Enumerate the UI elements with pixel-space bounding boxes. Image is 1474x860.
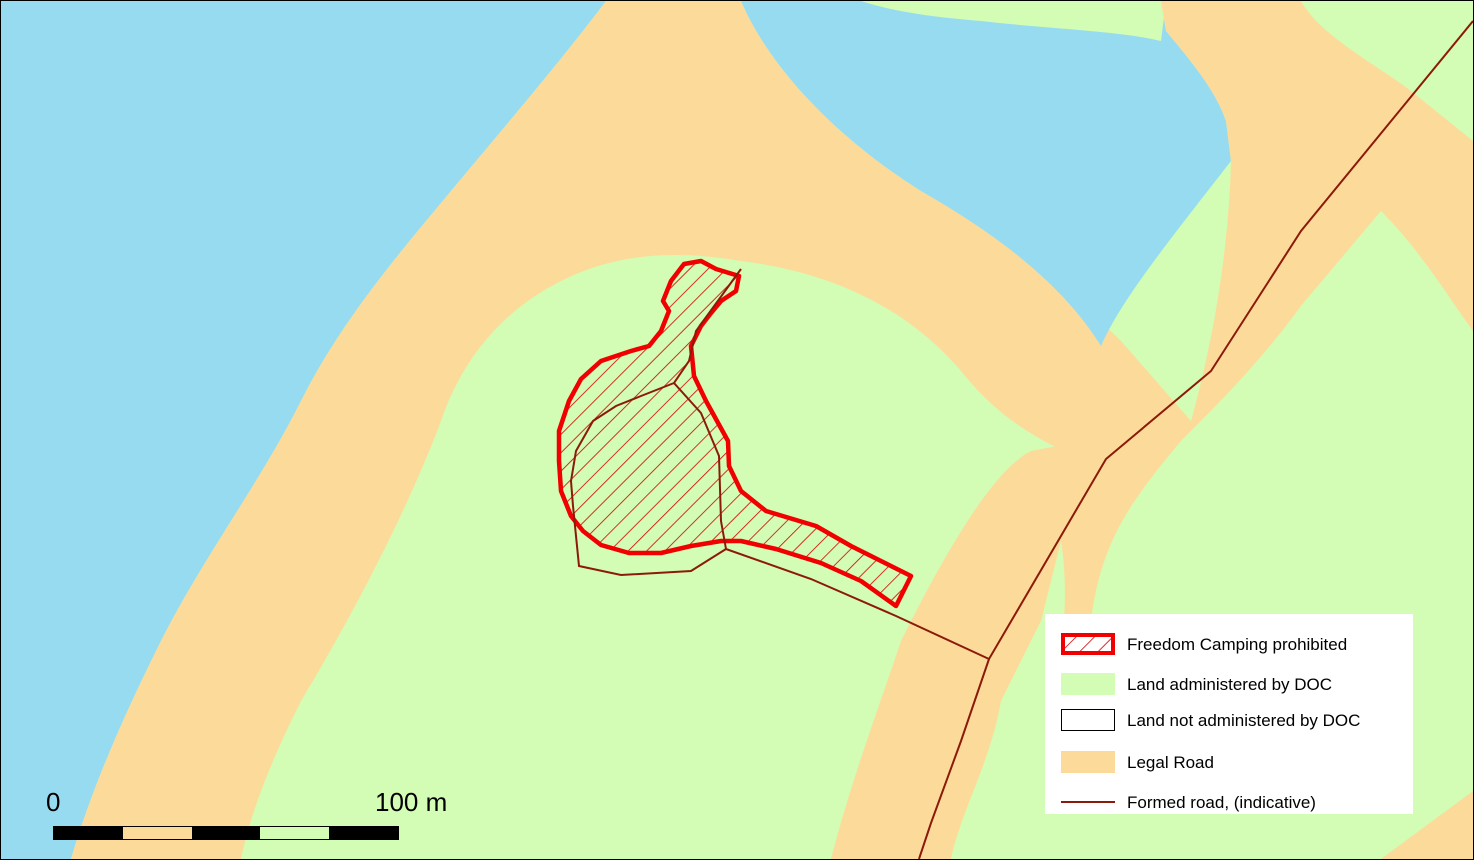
- doc-land-mid-right: [1091, 306, 1361, 621]
- doc-land-top: [861, 1, 1166, 41]
- scale-segment: [260, 827, 330, 839]
- doc-land-right-wedge: [1301, 211, 1473, 611]
- legend-label: Legal Road: [1127, 753, 1214, 772]
- tan-swatch-icon: [1061, 751, 1115, 773]
- doc-land-top-right: [1301, 1, 1473, 141]
- water-top-right: [741, 1, 1231, 346]
- prohibited-area[interactable]: [556, 258, 914, 609]
- map-legend: Freedom Camping prohibited Land administ…: [1045, 614, 1413, 814]
- legend-item-prohibited: Freedom Camping prohibited: [1045, 631, 1413, 657]
- legend-label: Formed road, (indicative): [1127, 793, 1316, 812]
- scale-bar: [53, 826, 399, 840]
- doc-land-bottom-right: [951, 541, 1065, 859]
- scale-segment: [191, 827, 261, 839]
- legal-road-band: [71, 1, 1191, 859]
- white-swatch-icon: [1061, 709, 1115, 731]
- dark-red-line-swatch-icon: [1061, 801, 1115, 803]
- green-swatch-icon: [1061, 673, 1115, 695]
- legend-label: Freedom Camping prohibited: [1127, 635, 1348, 654]
- legend-item-non-doc-land: Land not administered by DOC: [1045, 707, 1413, 733]
- scale-start-label: 0: [46, 787, 61, 817]
- scale-segment: [122, 827, 192, 839]
- scale-segment: [329, 827, 398, 839]
- formed-road-lines: [569, 20, 1473, 859]
- water-left: [1, 1, 606, 859]
- scale-segment: [54, 827, 123, 839]
- legend-item-formed-road: Formed road, (indicative): [1045, 789, 1413, 815]
- legend-item-doc-land: Land administered by DOC: [1045, 671, 1413, 697]
- hatched-red-swatch-icon: [1061, 633, 1115, 655]
- scale-end-label: 100 m: [375, 787, 448, 817]
- legend-label: Land administered by DOC: [1127, 675, 1333, 694]
- legal-road-bottom-right: [1381, 791, 1473, 859]
- legend-label: Land not administered by DOC: [1127, 711, 1361, 730]
- legend-item-legal-road: Legal Road: [1045, 749, 1413, 775]
